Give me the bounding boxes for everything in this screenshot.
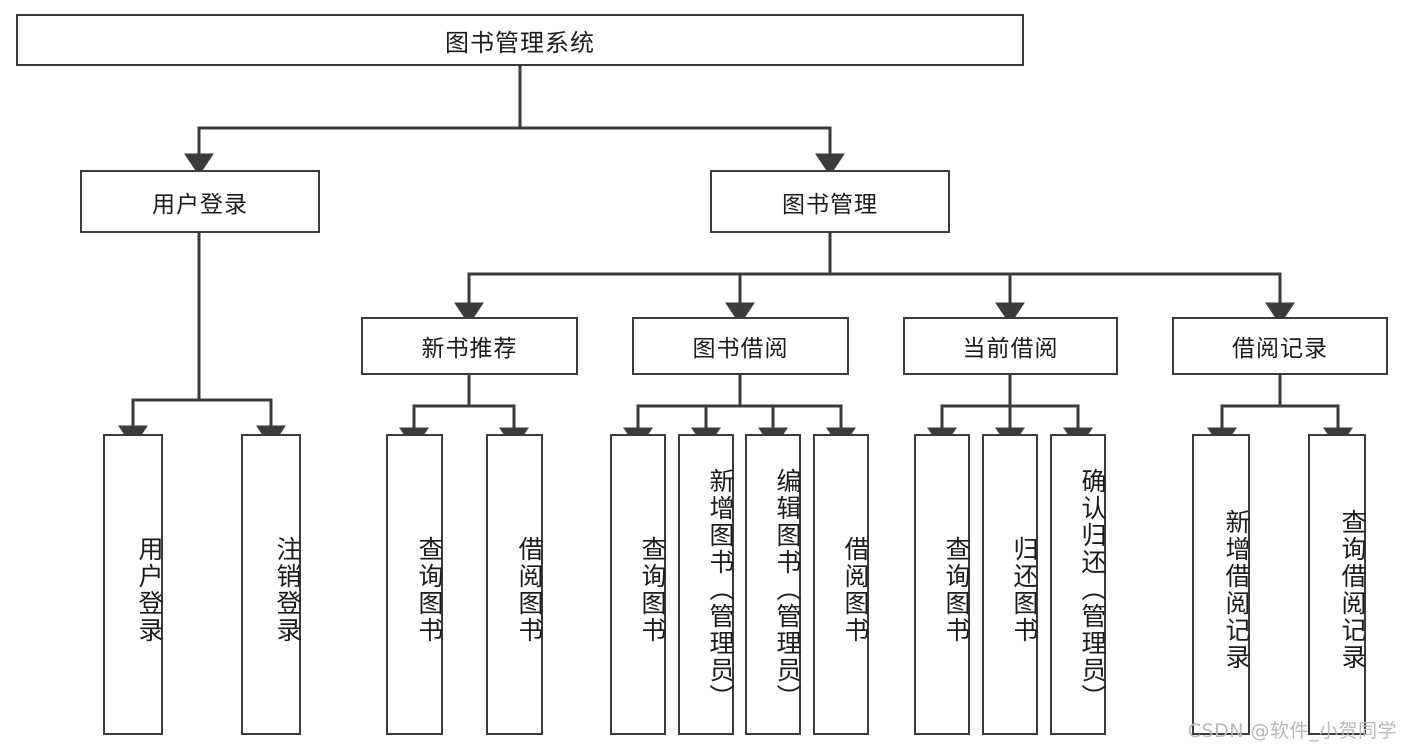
node-label: 查询图书 [638, 535, 666, 644]
node-root-system[interactable]: 图书管理系统 [16, 14, 1024, 66]
node-label: 归还图书 [1010, 535, 1038, 644]
node-label: 用户登录 [135, 535, 163, 644]
leaf-borrow-book-borrow[interactable]: 借阅图书 [813, 434, 869, 735]
node-new-book-recommend[interactable]: 新书推荐 [361, 317, 578, 375]
leaf-query-book-borrow[interactable]: 查询图书 [610, 434, 666, 735]
leaf-return-book[interactable]: 归还图书 [982, 434, 1038, 735]
leaf-borrow-book-recommend[interactable]: 借阅图书 [486, 434, 543, 735]
node-user-login[interactable]: 用户登录 [80, 170, 320, 233]
node-label: 用户登录 [152, 190, 248, 217]
leaf-add-book-admin[interactable]: 新增图书（管理员） [678, 434, 734, 735]
node-label: 确认归还（管理员） [1078, 468, 1106, 711]
leaf-confirm-return-admin[interactable]: 确认归还（管理员） [1050, 434, 1106, 735]
node-label: 查询图书 [415, 535, 443, 644]
node-label: 借阅记录 [1232, 335, 1328, 361]
leaf-query-borrow-record[interactable]: 查询借阅记录 [1308, 434, 1366, 735]
node-label: 图书管理系统 [445, 29, 595, 57]
node-label: 新增借阅记录 [1222, 508, 1250, 671]
node-label: 新增图书（管理员） [706, 468, 734, 711]
node-book-borrow[interactable]: 图书借阅 [632, 317, 849, 375]
node-label: 查询借阅记录 [1338, 508, 1366, 671]
leaf-add-borrow-record[interactable]: 新增借阅记录 [1192, 434, 1250, 735]
leaf-edit-book-admin[interactable]: 编辑图书（管理员） [745, 434, 801, 735]
node-label: 当前借阅 [962, 335, 1059, 361]
node-label: 借阅图书 [841, 535, 869, 644]
node-borrow-record[interactable]: 借阅记录 [1172, 317, 1388, 375]
node-label: 新书推荐 [421, 335, 518, 361]
node-current-borrow[interactable]: 当前借阅 [903, 317, 1118, 375]
node-label: 借阅图书 [515, 535, 543, 644]
leaf-user-login[interactable]: 用户登录 [103, 434, 163, 735]
node-label: 图书管理 [782, 190, 878, 217]
leaf-logout-login[interactable]: 注销登录 [241, 434, 301, 735]
csdn-watermark: CSDN @软件_小贺同学 [1187, 720, 1397, 742]
node-label: 编辑图书（管理员） [773, 468, 801, 711]
node-label: 注销登录 [273, 535, 301, 644]
leaf-query-book-recommend[interactable]: 查询图书 [386, 434, 443, 735]
node-label: 图书借阅 [692, 335, 789, 361]
node-book-management[interactable]: 图书管理 [710, 170, 950, 233]
leaf-query-book-current[interactable]: 查询图书 [914, 434, 970, 735]
node-label: 查询图书 [942, 535, 970, 644]
